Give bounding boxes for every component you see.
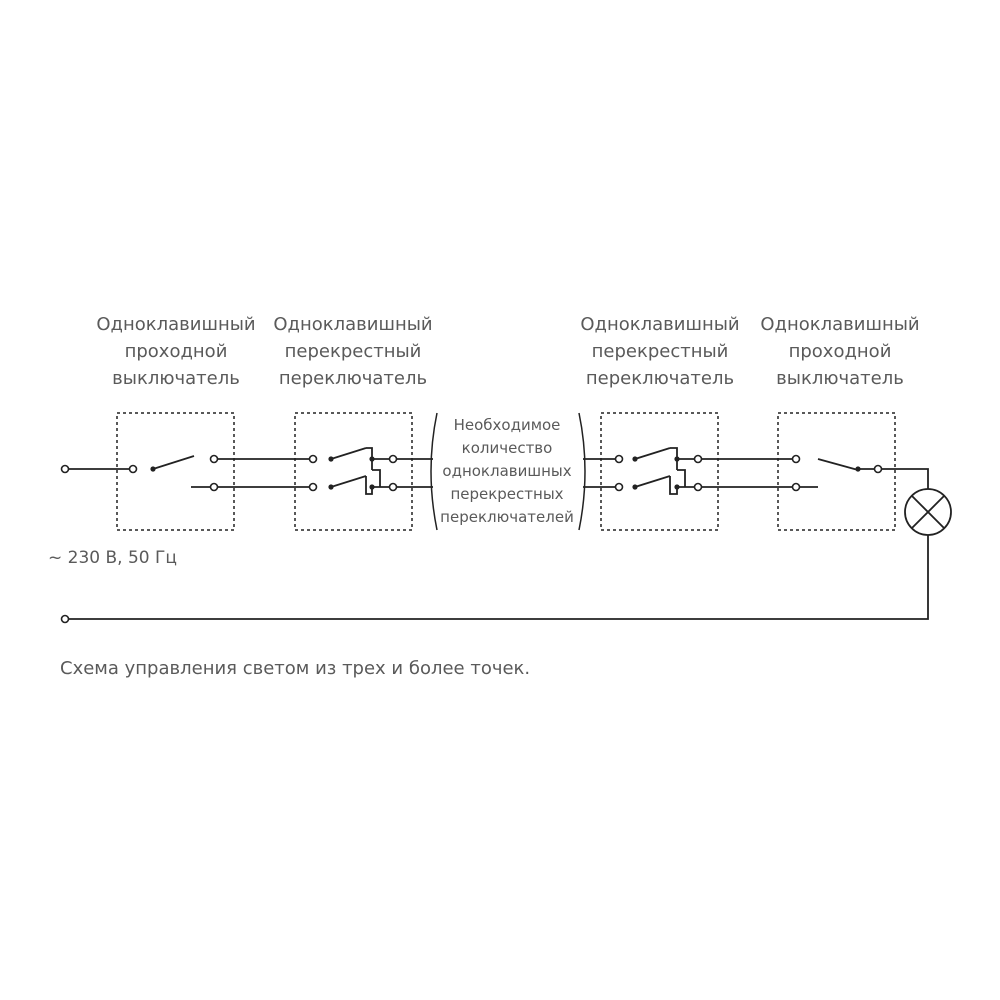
switch-3-lever-top: [634, 447, 671, 460]
switch-3-junction-bottom: [674, 484, 680, 490]
switch-2-lever-bottom: [330, 475, 367, 488]
label-switch-2: Одноклавишный перекрестный переключатель: [263, 311, 443, 392]
switch-3-terminal-in-top: [614, 454, 624, 464]
label-switch-4-line-1: Одноклавишный: [760, 314, 920, 335]
switch-3-pivot-bottom: [632, 484, 638, 490]
label-switch-1-line-2: проходной: [124, 341, 228, 362]
label-switch-2-line-2: перекрестный: [284, 341, 422, 362]
label-switch-2-line-3: переключатель: [278, 368, 428, 389]
switch-2-pivot-top: [328, 456, 334, 462]
middle-note-line-4: перекрестных: [450, 485, 564, 503]
label-switch-3-line-3: переключатель: [585, 368, 735, 389]
switch-3-box: [600, 412, 719, 531]
switch-1-box: [116, 412, 235, 531]
switch-2-terminal-out-top: [388, 454, 398, 464]
middle-note: Необходимое количество одноклавишных пер…: [432, 414, 582, 529]
switch-2-link-top: [366, 447, 373, 459]
switch-4-terminal-common: [873, 464, 883, 474]
return-wire: [68, 535, 929, 620]
switch-2-box: [294, 412, 413, 531]
switch-3-link-bottom: [669, 476, 678, 495]
switch-3-terminal-out-top: [693, 454, 703, 464]
diagram-caption: Схема управления светом из трех и более …: [60, 658, 531, 679]
switch-3-link-top: [670, 447, 678, 459]
switch-2-pivot-bottom: [328, 484, 334, 490]
switch-2-lever-top: [330, 447, 367, 460]
label-switch-3: Одноклавишный перекрестный переключатель: [570, 311, 750, 392]
switch-4-terminal-bottom: [791, 482, 801, 492]
label-switch-4-line-2: проходной: [788, 341, 892, 362]
label-switch-2-line-1: Одноклавишный: [273, 314, 433, 335]
label-switch-3-line-2: перекрестный: [591, 341, 729, 362]
label-switch-1-line-3: выключатель: [112, 368, 240, 389]
lamp-wire-top: [881, 468, 929, 489]
switch-4-terminal-top: [791, 454, 801, 464]
switch-4-pivot: [855, 466, 861, 472]
label-switch-4: Одноклавишный проходной выключатель: [750, 311, 930, 392]
supply-label: ~ 230 В, 50 Гц: [48, 548, 177, 568]
switch-2-cross-line: [372, 469, 381, 487]
switch-3-lever-bottom: [634, 475, 671, 488]
switch-2-junction-top: [369, 456, 375, 462]
middle-note-line-3: одноклавишных: [442, 462, 572, 480]
switch-3-terminal-in-bottom: [614, 482, 624, 492]
middle-note-line-5: переключателей: [440, 508, 574, 526]
switch-1-terminal-top: [209, 454, 219, 464]
switch-2-terminal-in-top: [308, 454, 318, 464]
switch-3-junction-top: [674, 456, 680, 462]
switch-3-cross-line: [677, 469, 686, 487]
switch-1-pivot: [150, 466, 156, 472]
right-bracket: [578, 412, 586, 531]
switch-1-terminal-common: [128, 464, 138, 474]
middle-note-line-2: количество: [461, 439, 553, 457]
middle-note-line-1: Необходимое: [453, 416, 561, 434]
switch-1-terminal-bottom: [209, 482, 219, 492]
label-switch-1: Одноклавишный проходной выключатель: [86, 311, 266, 392]
switch-2-terminal-in-bottom: [308, 482, 318, 492]
supply-terminal-bottom: [60, 614, 70, 624]
switch-1-lever: [152, 455, 195, 470]
label-switch-4-line-3: выключатель: [776, 368, 904, 389]
switch-4-lever: [817, 458, 859, 471]
supply-terminal-top: [60, 464, 70, 474]
switch-3-terminal-out-bottom: [693, 482, 703, 492]
switch-2-junction-bottom: [369, 484, 375, 490]
switch-3-pivot-top: [632, 456, 638, 462]
lamp-cross-2: [911, 495, 945, 529]
label-switch-3-line-1: Одноклавишный: [580, 314, 740, 335]
switch-2-link-bottom: [365, 476, 373, 495]
switch-4-box: [777, 412, 896, 531]
switch-2-terminal-out-bottom: [388, 482, 398, 492]
label-switch-1-line-1: Одноклавишный: [96, 314, 256, 335]
left-bracket: [430, 412, 438, 531]
